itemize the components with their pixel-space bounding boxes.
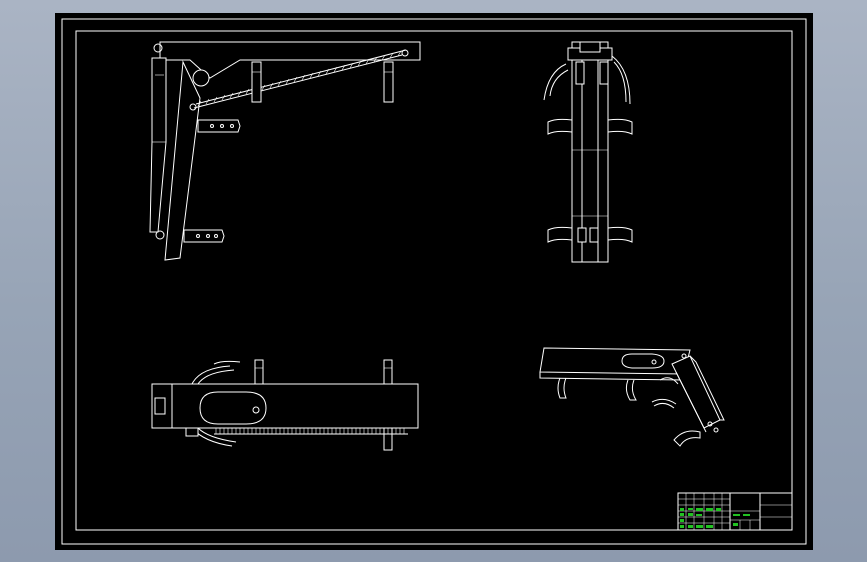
iso-leg xyxy=(671,355,721,429)
top-post-2 xyxy=(383,359,393,385)
outer-border xyxy=(61,18,807,545)
arm-tab-2 xyxy=(383,61,394,103)
diagonal-spring xyxy=(193,49,407,109)
side-bracket-left-2 xyxy=(547,226,573,243)
side-bracket-right-2 xyxy=(607,226,633,243)
top-post-1 xyxy=(254,359,264,385)
iso-arm xyxy=(539,347,691,375)
iso-bracket-3 xyxy=(673,430,701,447)
iso-bracket-2 xyxy=(625,379,637,401)
side-bracket-right-1 xyxy=(607,118,633,135)
pivot-circle xyxy=(192,69,210,87)
top-view xyxy=(151,359,419,451)
title-block xyxy=(677,492,793,531)
hydraulic-cylinder xyxy=(149,57,167,233)
isometric-view xyxy=(539,347,725,447)
iso-bracket-1 xyxy=(557,377,567,399)
side-view xyxy=(543,41,633,263)
inner-border xyxy=(75,30,793,531)
top-beam xyxy=(151,383,419,429)
leg-bracket-2 xyxy=(183,229,225,243)
leg-bracket-1 xyxy=(197,119,241,133)
vertical-leg xyxy=(164,60,201,261)
front-view xyxy=(149,41,421,261)
oval-slot xyxy=(199,391,267,425)
side-bracket-left-1 xyxy=(547,118,573,135)
title-block-highlight xyxy=(680,508,684,511)
arm-tab-1 xyxy=(251,61,262,103)
iso-oval xyxy=(621,353,665,369)
